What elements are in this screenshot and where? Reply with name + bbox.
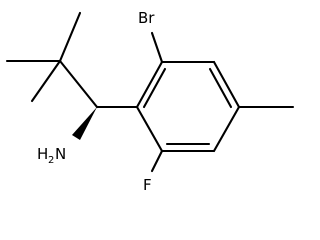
- fluorine-label: F: [143, 176, 152, 194]
- bond-to-fluorine: [150, 149, 164, 173]
- ring-bond-6: [135, 105, 164, 153]
- bromine-label: Br: [138, 9, 155, 27]
- bond-to-bromine: [150, 31, 164, 64]
- ring-bond-3-inner: [208, 67, 233, 109]
- amine-hydrogen-count: 2: [48, 155, 54, 166]
- amine-nitrogen: N: [55, 145, 66, 163]
- wedge-bond-amine: [72, 107, 97, 140]
- ring-bond-3: [212, 60, 241, 109]
- structure-canvas: Br F H 2 N: [5, 9, 295, 194]
- ring-bond-4: [212, 105, 241, 153]
- bond-methyl-top: [58, 11, 82, 63]
- ring-bond-1: [135, 60, 164, 109]
- ring-bond-1-inner: [142, 67, 167, 109]
- bond-methyl-bottom: [30, 59, 62, 103]
- skeletal-formula: Br F H 2 N: [5, 9, 295, 194]
- amine-hydrogen: H: [37, 145, 48, 163]
- bond-quaternary-to-chiral: [58, 59, 99, 109]
- amine-label: H 2 N: [37, 145, 66, 166]
